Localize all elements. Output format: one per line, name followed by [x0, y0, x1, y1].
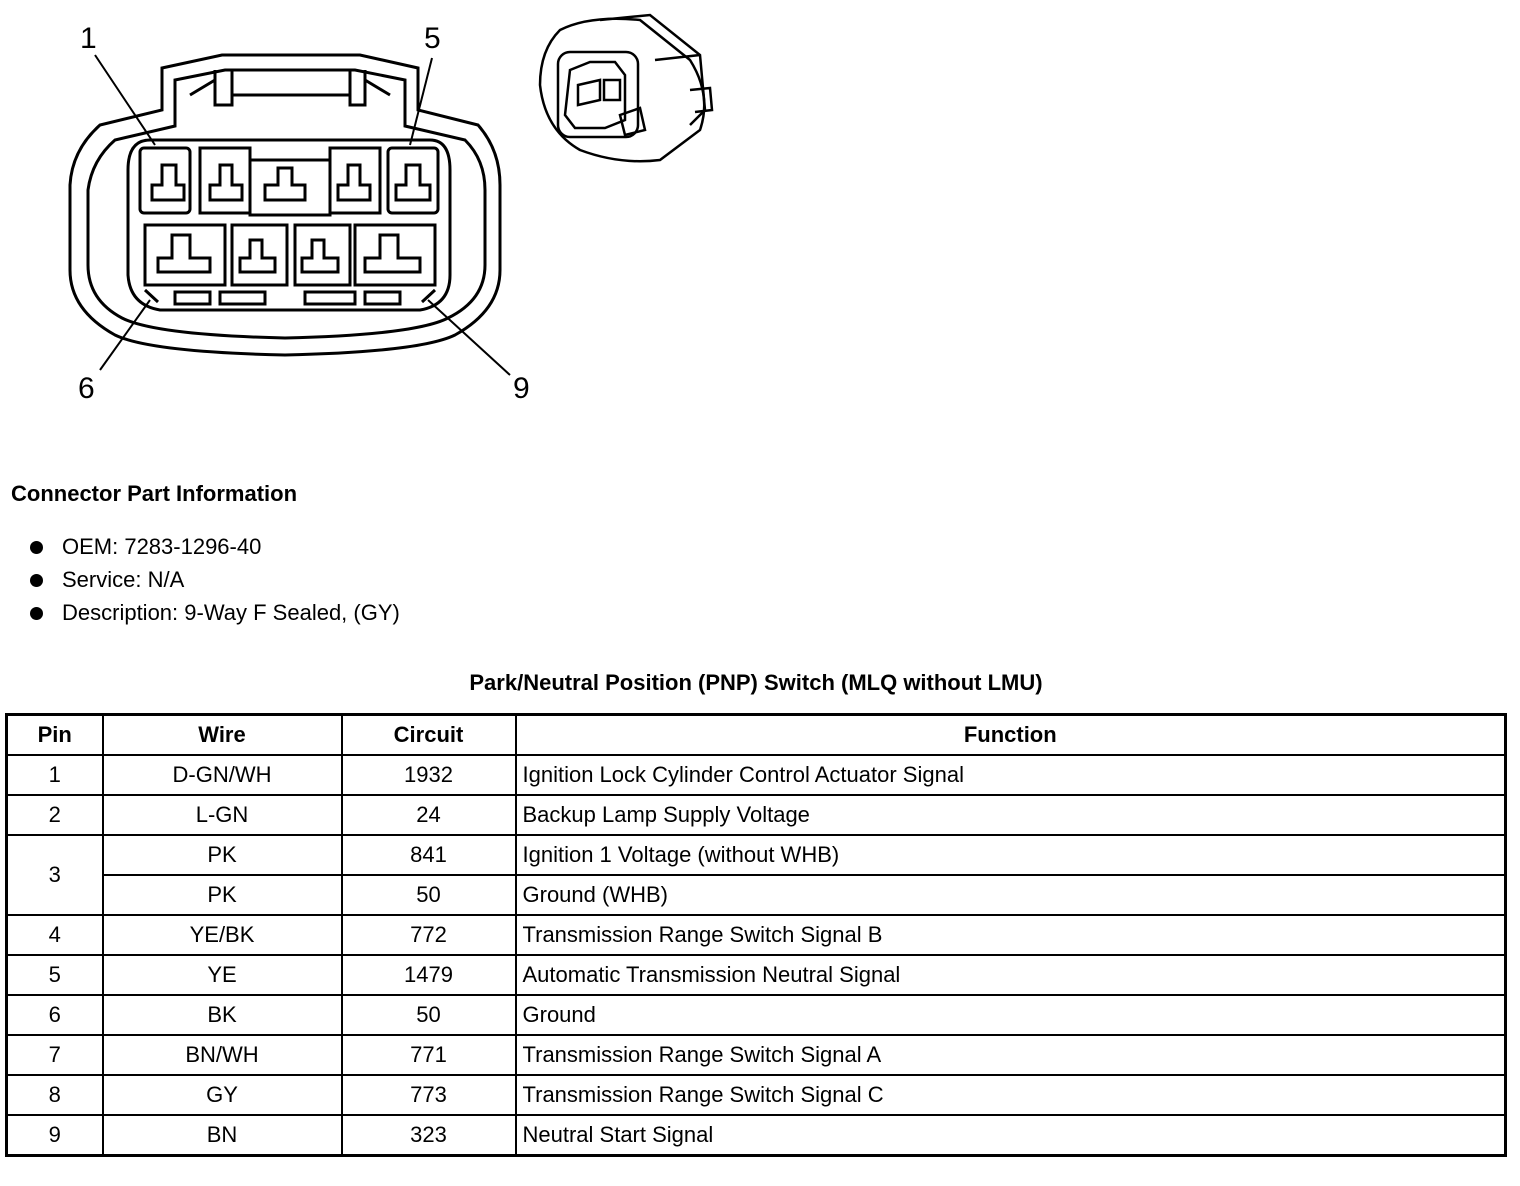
table-row: 5 YE 1479 Automatic Transmission Neutral…	[5, 954, 1507, 996]
part-info-title: Connector Part Information	[11, 481, 298, 506]
cell-pin: 1	[5, 754, 104, 796]
cell-function: Ignition Lock Cylinder Control Actuator …	[514, 754, 1507, 796]
cell-function: Backup Lamp Supply Voltage	[514, 794, 1507, 836]
header-pin: Pin	[5, 713, 104, 756]
part-info-item-oem: OEM: 7283-1296-40	[30, 533, 400, 566]
cell-wire: GY	[101, 1074, 343, 1116]
part-info-text: OEM: 7283-1296-40	[62, 534, 262, 559]
bullet-icon	[30, 607, 43, 620]
header-circuit: Circuit	[340, 713, 517, 756]
cell-wire: YE/BK	[101, 914, 343, 956]
table-row: 3 PK 841 Ignition 1 Voltage (without WHB…	[5, 834, 1507, 916]
pin-label-5: 5	[424, 22, 441, 55]
part-info-list: OEM: 7283-1296-40 Service: N/A Descripti…	[30, 533, 400, 632]
latch	[213, 70, 367, 107]
cell-circuit: 1479	[340, 954, 517, 996]
cell-circuit: 50	[340, 874, 517, 916]
cell-function: Neutral Start Signal	[514, 1114, 1507, 1157]
cell-pin: 7	[5, 1034, 104, 1076]
header-function: Function	[514, 713, 1507, 756]
cavity-block	[126, 138, 452, 312]
cell-wire: PK	[101, 834, 343, 876]
connector-face-diagram	[68, 13, 714, 376]
table-row: 1 D-GN/WH 1932 Ignition Lock Cylinder Co…	[5, 754, 1507, 796]
cell-wire: D-GN/WH	[101, 754, 343, 796]
table-row: 7 BN/WH 771 Transmission Range Switch Si…	[5, 1034, 1507, 1076]
table-header-row: Pin Wire Circuit Function	[5, 713, 1507, 756]
cell-circuit: 24	[340, 794, 517, 836]
cell-wire: BN	[101, 1114, 343, 1157]
cell-circuit: 841	[340, 834, 517, 876]
part-info-text: Service: N/A	[62, 567, 185, 592]
pinout-table: Pin Wire Circuit Function 1 D-GN/WH 1932…	[5, 713, 1507, 1157]
cell-wire: BN/WH	[101, 1034, 343, 1076]
bottom-row-terminals	[143, 223, 437, 306]
part-info-item-service: Service: N/A	[30, 566, 400, 599]
table-row: 9 BN 323 Neutral Start Signal	[5, 1114, 1507, 1157]
cell-pin: 8	[5, 1074, 104, 1116]
cell-function: Ignition 1 Voltage (without WHB)	[514, 834, 1507, 876]
cell-function: Transmission Range Switch Signal B	[514, 914, 1507, 956]
cell-pin: 5	[5, 954, 104, 996]
cell-wire: BK	[101, 994, 343, 1036]
pin-label-6: 6	[78, 372, 95, 405]
cell-circuit: 50	[340, 994, 517, 1036]
cell-pin: 4	[5, 914, 104, 956]
cell-function: Transmission Range Switch Signal A	[514, 1034, 1507, 1076]
callout-line-5	[409, 57, 433, 146]
top-row-terminals	[138, 146, 440, 217]
callout-line-9	[427, 299, 511, 376]
cell-circuit: 1932	[340, 754, 517, 796]
cell-wire: YE	[101, 954, 343, 996]
cell-circuit: 772	[340, 914, 517, 956]
bullet-icon	[30, 541, 43, 554]
table-row: 8 GY 773 Transmission Range Switch Signa…	[5, 1074, 1507, 1116]
cell-function: Transmission Range Switch Signal C	[514, 1074, 1507, 1116]
table-row: 4 YE/BK 772 Transmission Range Switch Si…	[5, 914, 1507, 956]
cell-pin: 3	[5, 834, 104, 916]
part-info-item-description: Description: 9-Way F Sealed, (GY)	[30, 599, 400, 632]
cell-pin: 6	[5, 994, 104, 1036]
table-title: Park/Neutral Position (PNP) Switch (MLQ …	[469, 670, 1043, 695]
cell-function: Automatic Transmission Neutral Signal	[514, 954, 1507, 996]
cell-circuit: 771	[340, 1034, 517, 1076]
callout-line-6	[99, 299, 151, 371]
header-wire: Wire	[101, 713, 343, 756]
cell-function: Ground	[514, 994, 1507, 1036]
cell-circuit: 773	[340, 1074, 517, 1116]
part-info-text: Description: 9-Way F Sealed, (GY)	[62, 600, 400, 625]
callout-line-1	[94, 54, 156, 146]
connector-housing-outer	[68, 53, 502, 357]
cell-wire: L-GN	[101, 794, 343, 836]
cell-wire: PK	[101, 874, 343, 916]
cell-pin: 9	[5, 1114, 104, 1157]
cell-function: Ground (WHB)	[514, 874, 1507, 916]
connector-perspective-view	[538, 13, 714, 163]
table-row: 2 L-GN 24 Backup Lamp Supply Voltage	[5, 794, 1507, 836]
table-row: PK 50 Ground (WHB)	[7, 874, 1507, 916]
bullet-icon	[30, 574, 43, 587]
cell-circuit: 323	[340, 1114, 517, 1157]
pin-label-1: 1	[80, 22, 97, 55]
cell-pin: 2	[5, 794, 104, 836]
pin-label-9: 9	[513, 372, 530, 405]
table-row: 6 BK 50 Ground	[5, 994, 1507, 1036]
